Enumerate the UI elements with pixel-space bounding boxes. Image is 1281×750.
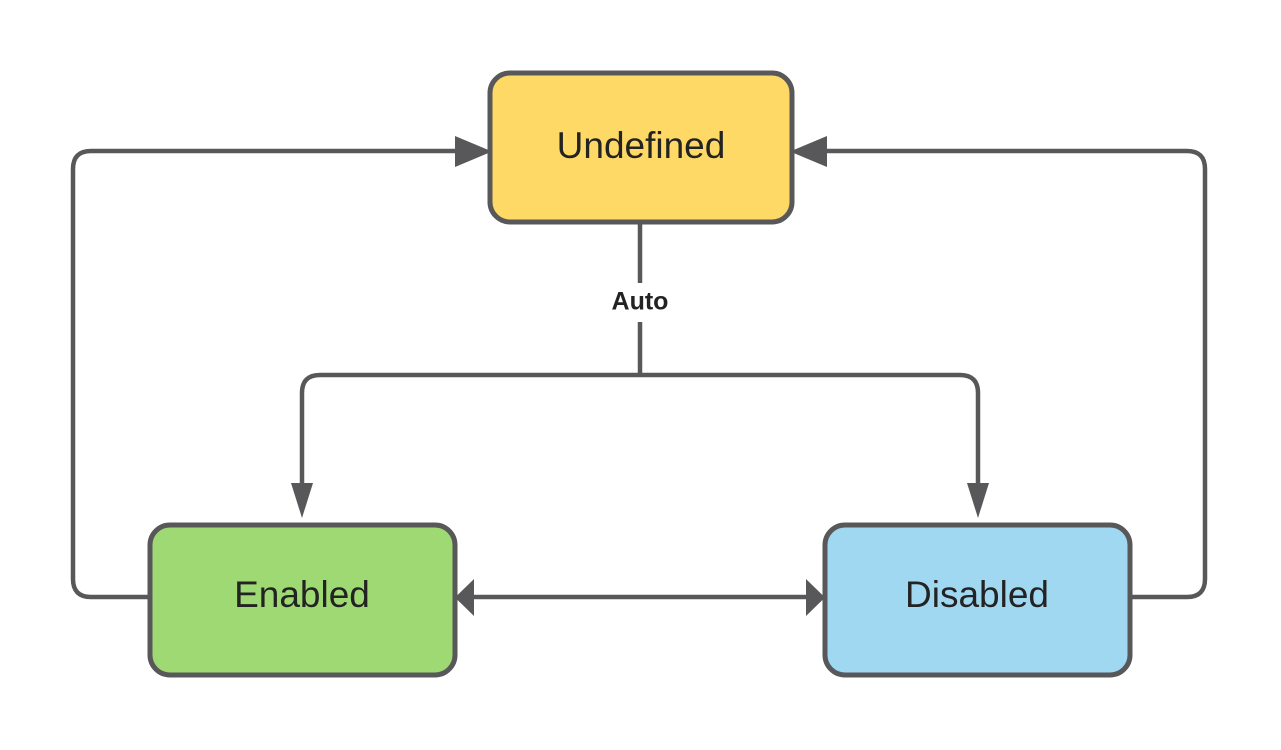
edge-undefined-auto-fork: Auto: [291, 222, 989, 518]
state-node-enabled[interactable]: Enabled: [147, 522, 458, 678]
edge-enabled-to-undefined-path: [70, 148, 459, 600]
state-node-undefined-label: Undefined: [557, 125, 726, 166]
edge-disabled-to-undefined: [790, 136, 1208, 600]
state-node-enabled-label: Enabled: [234, 574, 370, 615]
auto-label-backdrop: [596, 283, 684, 322]
edge-label-auto: Auto: [612, 288, 669, 316]
arrowhead-into-undefined-left: [455, 136, 492, 167]
edge-enabled-disabled-bidirectional: [455, 579, 825, 616]
edge-disabled-to-undefined-path: [823, 148, 1208, 600]
edge-fork-to-enabled-path: [299, 372, 640, 487]
state-node-disabled[interactable]: Disabled: [822, 522, 1133, 678]
state-node-undefined[interactable]: Undefined: [487, 70, 795, 225]
edge-enabled-to-undefined: [70, 136, 492, 600]
state-node-disabled-shape[interactable]: [822, 522, 1133, 678]
state-node-enabled-shape[interactable]: [147, 522, 458, 678]
arrowhead-into-disabled-left: [806, 579, 825, 616]
state-node-disabled-label: Disabled: [905, 574, 1049, 615]
arrowhead-into-enabled-top: [291, 483, 313, 518]
arrowhead-into-disabled-top: [967, 483, 989, 518]
arrowhead-into-undefined-right: [790, 136, 827, 167]
arrowhead-into-enabled-right: [455, 579, 474, 616]
edge-fork-to-disabled-path: [640, 372, 981, 487]
state-node-undefined-shape[interactable]: [487, 70, 795, 225]
